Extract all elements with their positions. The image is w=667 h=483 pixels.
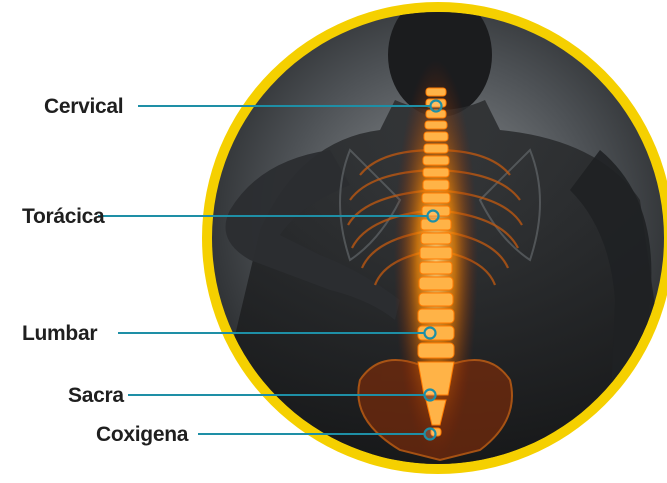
- marker-toracica: [428, 211, 439, 222]
- label-coxigena: Coxigena: [96, 423, 189, 446]
- label-lumbar: Lumbar: [22, 322, 97, 345]
- marker-coxigena: [425, 429, 436, 440]
- label-sacra: Sacra: [68, 384, 124, 407]
- label-cervical: Cervical: [44, 95, 123, 118]
- label-toracica: Torácica: [22, 205, 105, 228]
- marker-lumbar: [425, 328, 436, 339]
- marker-cervical: [431, 101, 442, 112]
- marker-sacra: [425, 390, 436, 401]
